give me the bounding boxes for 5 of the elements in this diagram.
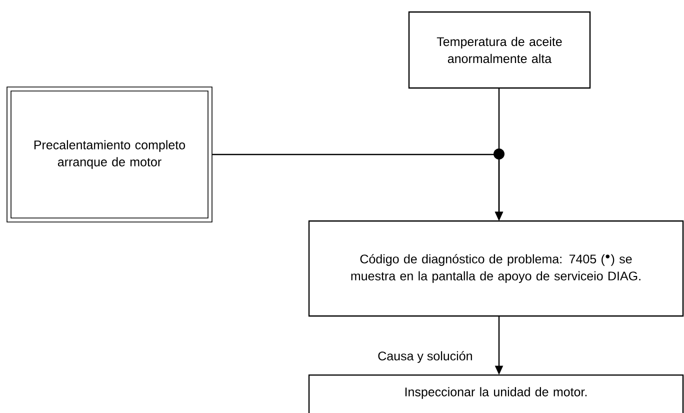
process-box: Código de diagnóstico de problema: 7405 ($^{●}$) se muestra en la pantalla de apoyo de serviceio DIAG.: [308, 220, 684, 317]
process-box: Temperatura de aceite anormalmente alta: [408, 11, 591, 89]
process-box: Inspeccionar la unidad de motor.: [308, 374, 684, 413]
process-box: Precalentamiento completo arranque de motor: [6, 86, 212, 222]
edge-label: Causa y solución: [378, 351, 472, 363]
